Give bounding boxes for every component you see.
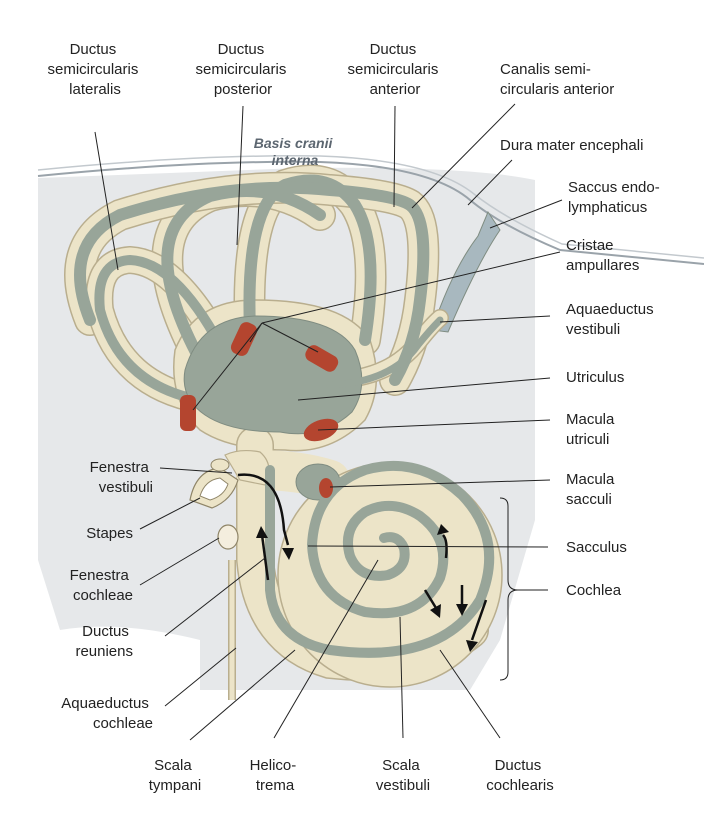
saccus-endolymphaticus-shape [431, 210, 501, 333]
fenestra-cochleae-shape [217, 524, 239, 550]
label-canalis-semicircularis-anterior: Canalis semi- circularis anterior [500, 61, 614, 98]
label-scala-vestibuli: Scala vestibuli [376, 757, 430, 794]
label-dura-mater-encephali: Dura mater encephali [500, 137, 643, 154]
label-ductus-reuniens: Ductus reuniens [75, 623, 133, 660]
label-cristae-ampullares: Cristae ampullares [566, 237, 639, 274]
label-ductus-cochlearis: Ductus cochlearis [486, 757, 554, 794]
label-saccus-endolymphaticus: Saccus endo- lymphaticus [568, 179, 664, 216]
label-utriculus: Utriculus [566, 369, 624, 386]
label-aquaeductus-vestibuli: Aquaeductus vestibuli [566, 301, 658, 338]
label-scala-tympani: Scala tympani [149, 757, 202, 794]
label-macula-sacculi: Macula sacculi [566, 471, 619, 508]
label-stapes: Stapes [86, 525, 133, 542]
stapes-shape [189, 458, 239, 509]
label-fenestra-vestibuli: Fenestra vestibuli [90, 459, 153, 496]
arrow-heads [256, 524, 478, 652]
label-helicotrema: Helico- trema [250, 757, 301, 794]
label-cochlea: Cochlea [566, 582, 622, 599]
dura-mater-line-outer [37, 155, 704, 259]
label-ductus-semicircularis-lateralis: Ductus semicircularis lateralis [47, 41, 142, 98]
label-ductus-semicircularis-anterior: Ductus semicircularis anterior [347, 41, 442, 98]
label-ductus-semicircularis-posterior: Ductus semicircularis posterior [195, 41, 290, 98]
label-aquaeductus-cochleae: Aquaeductus cochleae [61, 695, 153, 732]
label-macula-utriculi: Macula utriculi [566, 411, 619, 448]
region-label-basis-cranii: Basis cranii interna [254, 135, 337, 168]
label-fenestra-cochleae: Fenestra cochleae [70, 567, 133, 604]
cochlea-bracket [499, 497, 519, 681]
flow-arrows [237, 473, 488, 641]
label-sacculus: Sacculus [566, 539, 627, 556]
